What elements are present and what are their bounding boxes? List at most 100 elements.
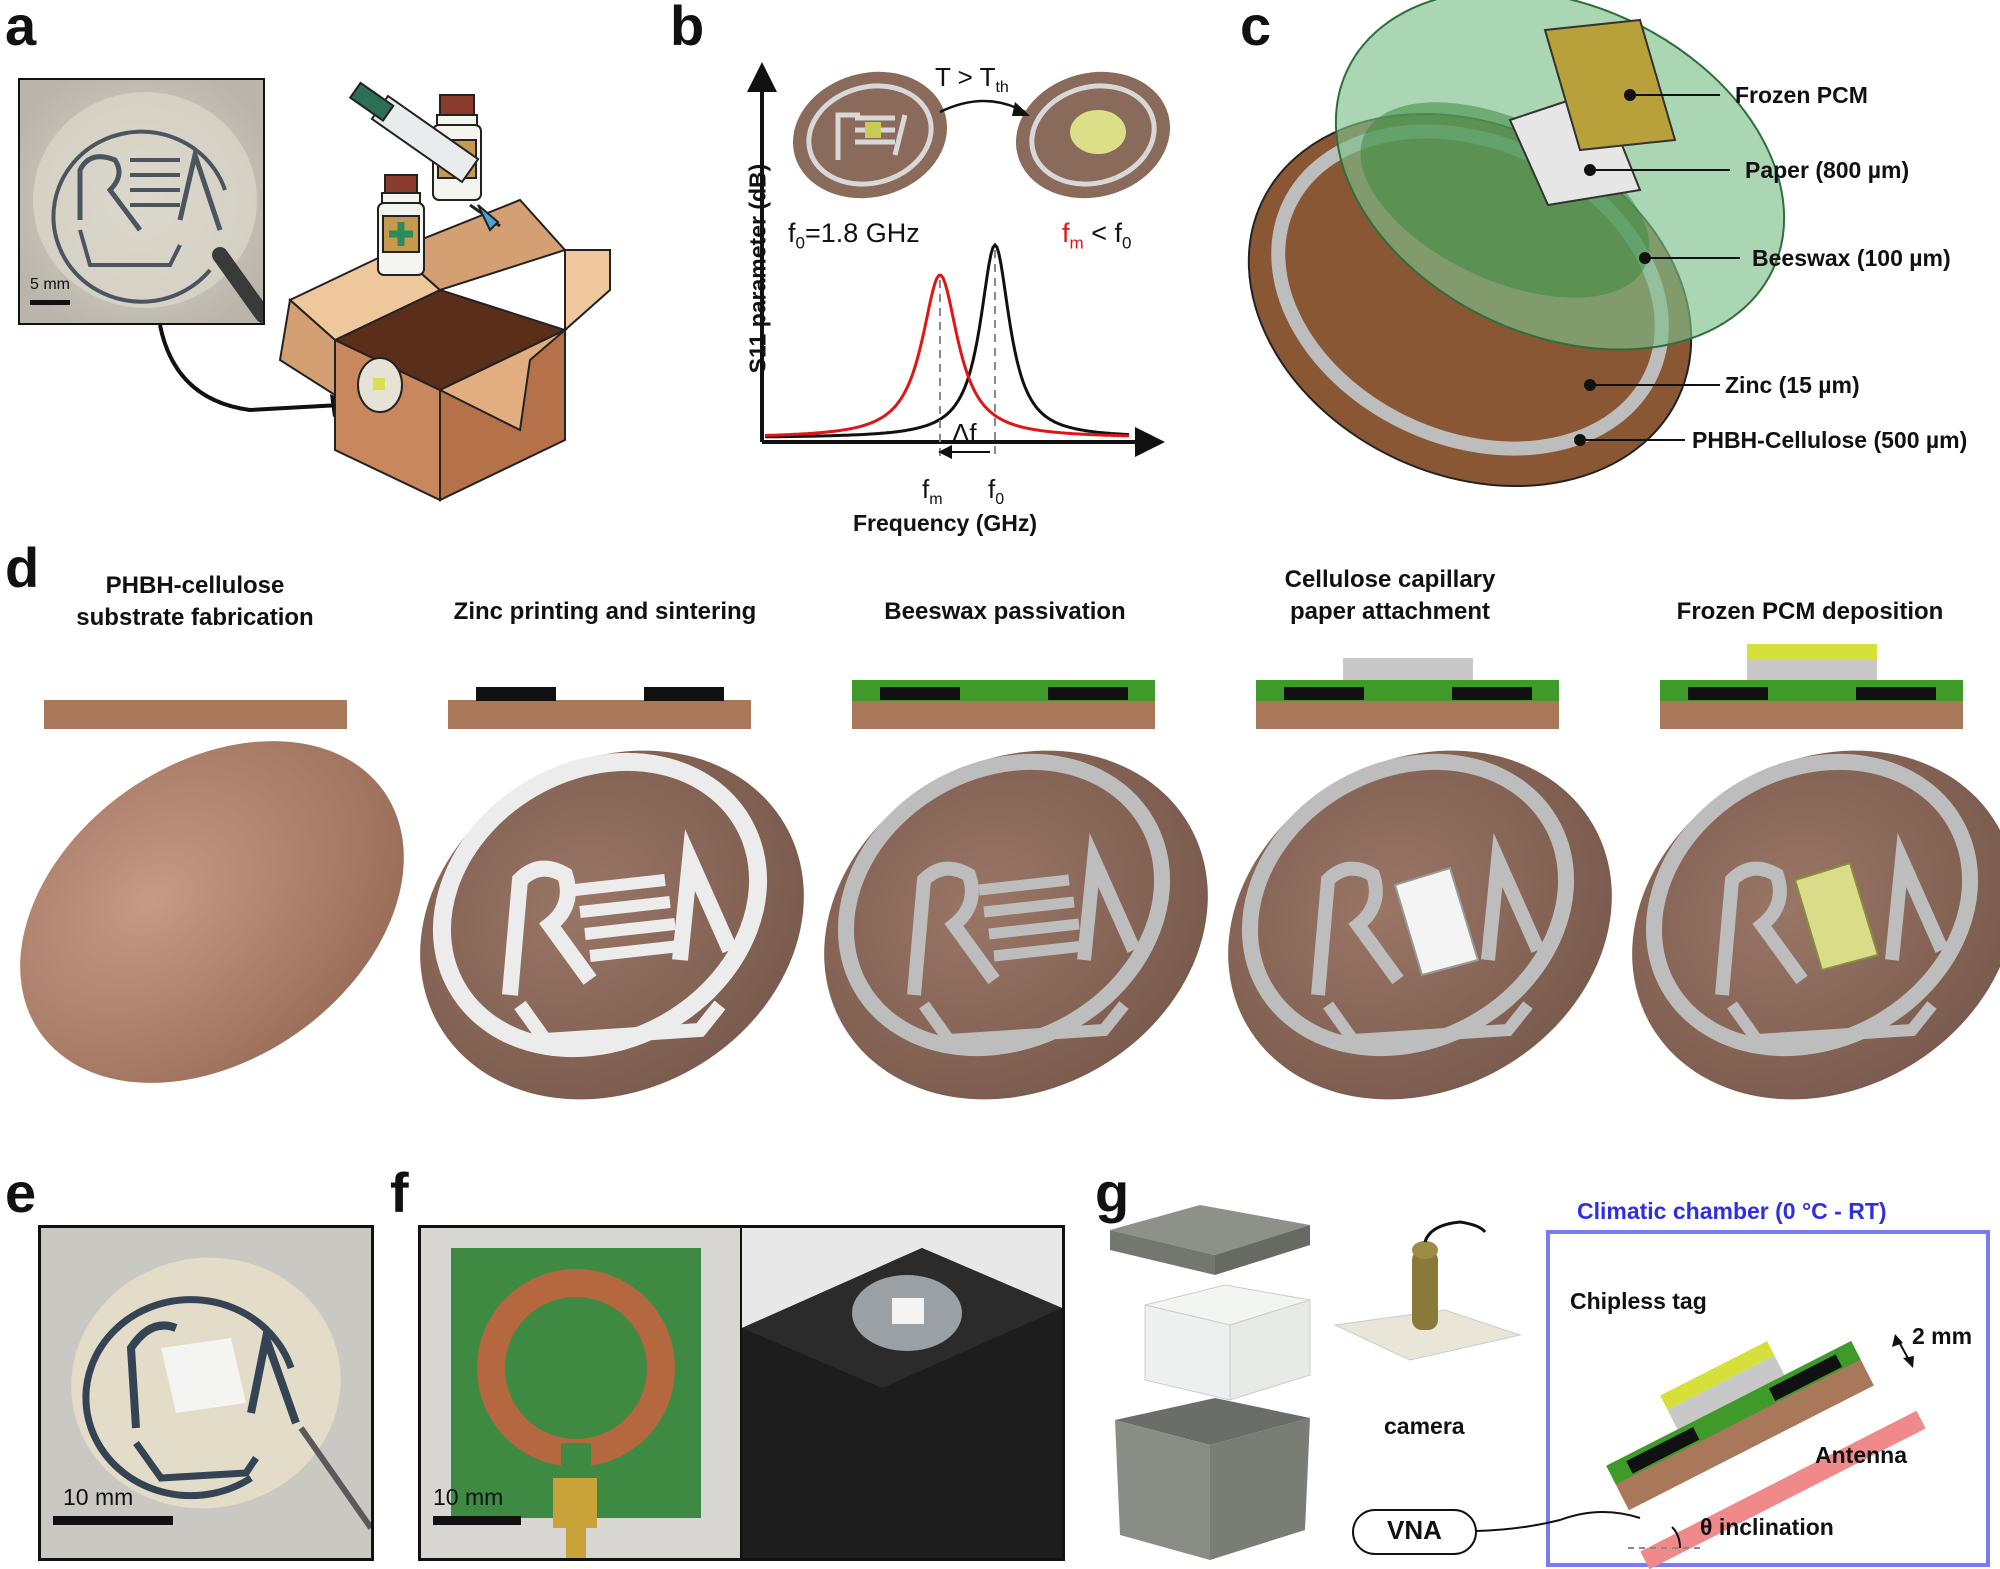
chamber-title: Climatic chamber (0 °C - RT): [1577, 1198, 1887, 1224]
fm-sub: m: [1069, 233, 1084, 253]
antenna-photo-f-art: [421, 1228, 743, 1558]
paper-layer: [1508, 88, 1642, 207]
layer-label-zinc: Zinc (15 µm): [1725, 372, 1860, 398]
tick-fm-text: f: [922, 474, 930, 504]
step-title-4: Cellulose capillary paper attachment: [1235, 564, 1545, 628]
panel-letter-c: c: [1240, 0, 1272, 57]
gap-arrow: [1897, 1339, 1911, 1363]
scale-label-a: 5 mm: [30, 276, 70, 293]
medicine-bottle-icon: [377, 174, 425, 276]
condition-label: T > Tth: [935, 62, 1009, 97]
cross-section-2-substrate: [448, 700, 751, 729]
tick-f0-sub: 0: [995, 491, 1005, 509]
holder-photo-f-art: [742, 1228, 1062, 1558]
disk-2-zinc-antenna: [420, 750, 804, 1100]
panel-letter-g: g: [1095, 1161, 1130, 1224]
disk-4-paper: [1228, 750, 1612, 1100]
holder-photo-f: [740, 1225, 1065, 1561]
disk-3-beeswax: [824, 750, 1208, 1100]
leader-lines: [1574, 89, 1740, 446]
x-axis-arrow: [1135, 427, 1165, 457]
step-3-line1: Beeswax passivation: [884, 598, 1126, 625]
step-title-3: Beeswax passivation: [845, 596, 1165, 628]
condition-text: T > T: [935, 62, 996, 92]
step-5-line1: Frozen PCM deposition: [1676, 598, 1944, 625]
panel-letter-e: e: [5, 1161, 37, 1224]
arrow-photo-to-box: [158, 324, 341, 413]
panel-letter-f: f: [390, 1161, 409, 1224]
fm-label: f: [1062, 218, 1070, 248]
scale-bar-f: [433, 1516, 521, 1525]
tag-photo-e: 10 mm: [38, 1225, 374, 1561]
transition-arrow-head: [1012, 102, 1030, 116]
vna-label: VNA: [1387, 1515, 1442, 1545]
f0-label: f: [788, 218, 796, 248]
layer-label-beeswax: Beeswax (100 µm): [1752, 245, 1951, 271]
cross-section-4-paper: [1343, 658, 1473, 680]
arrow-head-a: [330, 394, 355, 417]
condition-sub: th: [995, 79, 1009, 97]
scale-bar-e: [53, 1516, 173, 1525]
syringe-icon: [348, 81, 501, 232]
camera-label: camera: [1384, 1413, 1465, 1439]
panel-letter-a: a: [5, 0, 37, 57]
vna-cable: [1475, 1511, 1641, 1532]
antenna-label: Antenna: [1815, 1442, 1907, 1468]
step-title-2: Zinc printing and sintering: [425, 596, 785, 628]
y-axis-label: S11 parameter (dB): [744, 163, 771, 374]
scale-label-f: 10 mm: [433, 1484, 504, 1510]
scale-bar-a: [30, 300, 70, 305]
gap-label: 2 mm: [1912, 1323, 1973, 1349]
cross-section-4-beeswax: [1256, 680, 1559, 701]
disk-5-pcm: [1632, 750, 2000, 1100]
tag-icon-fm: [1015, 71, 1171, 199]
cross-section-5-substrate: [1660, 700, 1963, 729]
cross-section-3-zinc: [1048, 687, 1128, 700]
panel-letter-b: b: [670, 0, 705, 57]
layer-label-paper: Paper (800 µm): [1745, 157, 1910, 183]
step-1-line1: PHBH-cellulose: [105, 572, 285, 599]
tag-photo-e-art: [41, 1228, 371, 1558]
beeswax-layer: [1334, 0, 1786, 351]
inclination-label: θ inclination: [1700, 1514, 1834, 1540]
chipless-tag-stack: [1606, 1340, 1874, 1511]
layer-label-pcm: Frozen PCM: [1735, 82, 1868, 108]
cross-section-3-zinc: [880, 687, 960, 700]
tag-photo-a: 5 mm: [18, 78, 265, 325]
f0-value: =1.8 GHz: [804, 218, 920, 248]
transition-arrow: [939, 99, 1026, 114]
chipless-tag-label: Chipless tag: [1570, 1288, 1707, 1314]
cross-section-5-zinc: [1688, 687, 1768, 700]
step-2-line1: Zinc printing and sintering: [453, 598, 757, 625]
cross-section-2-zinc: [644, 687, 724, 701]
cross-section-5-zinc: [1856, 687, 1936, 700]
cross-section-3-beeswax: [852, 680, 1155, 701]
step-1-line2: substrate fabrication: [76, 604, 314, 631]
cross-section-2-zinc: [476, 687, 556, 701]
fm-relation: < f: [1083, 218, 1122, 248]
camera-icon: [1333, 1220, 1522, 1361]
enclosure-lid: [1110, 1205, 1310, 1275]
cross-section-5-beeswax: [1660, 680, 1963, 701]
f0-value-label: f0=1.8 GHz: [788, 218, 920, 253]
fm-relation-label: fm < f0: [1062, 218, 1131, 253]
delta-arrow-head: [938, 445, 952, 459]
medicine-bottle-icon: [432, 94, 482, 201]
tick-fm-sub: m: [929, 491, 943, 509]
cross-section-5-paper: [1747, 658, 1877, 680]
step-4-line2: paper attachment: [1289, 598, 1491, 625]
substrate-layer: [1247, 112, 1693, 488]
panel-letter-d: d: [5, 536, 40, 599]
cross-section-3-substrate: [852, 700, 1155, 729]
enclosure-base: [1115, 1398, 1310, 1560]
cross-section-4-zinc: [1284, 687, 1364, 700]
curve-f0: [765, 242, 1130, 439]
layer-label-substrate: PHBH-Cellulose (500 µm): [1692, 427, 1968, 453]
scale-label-e: 10 mm: [63, 1484, 134, 1510]
f0-sub: 0: [795, 233, 805, 253]
step-title-1: PHBH-cellulose substrate fabrication: [40, 570, 350, 634]
enclosure-acrylic-cover: [1144, 1284, 1311, 1401]
delta-f-label: Δf: [952, 418, 977, 448]
disk-1-substrate: [20, 741, 404, 1083]
antenna-photo-f: 10 mm: [418, 1225, 746, 1561]
